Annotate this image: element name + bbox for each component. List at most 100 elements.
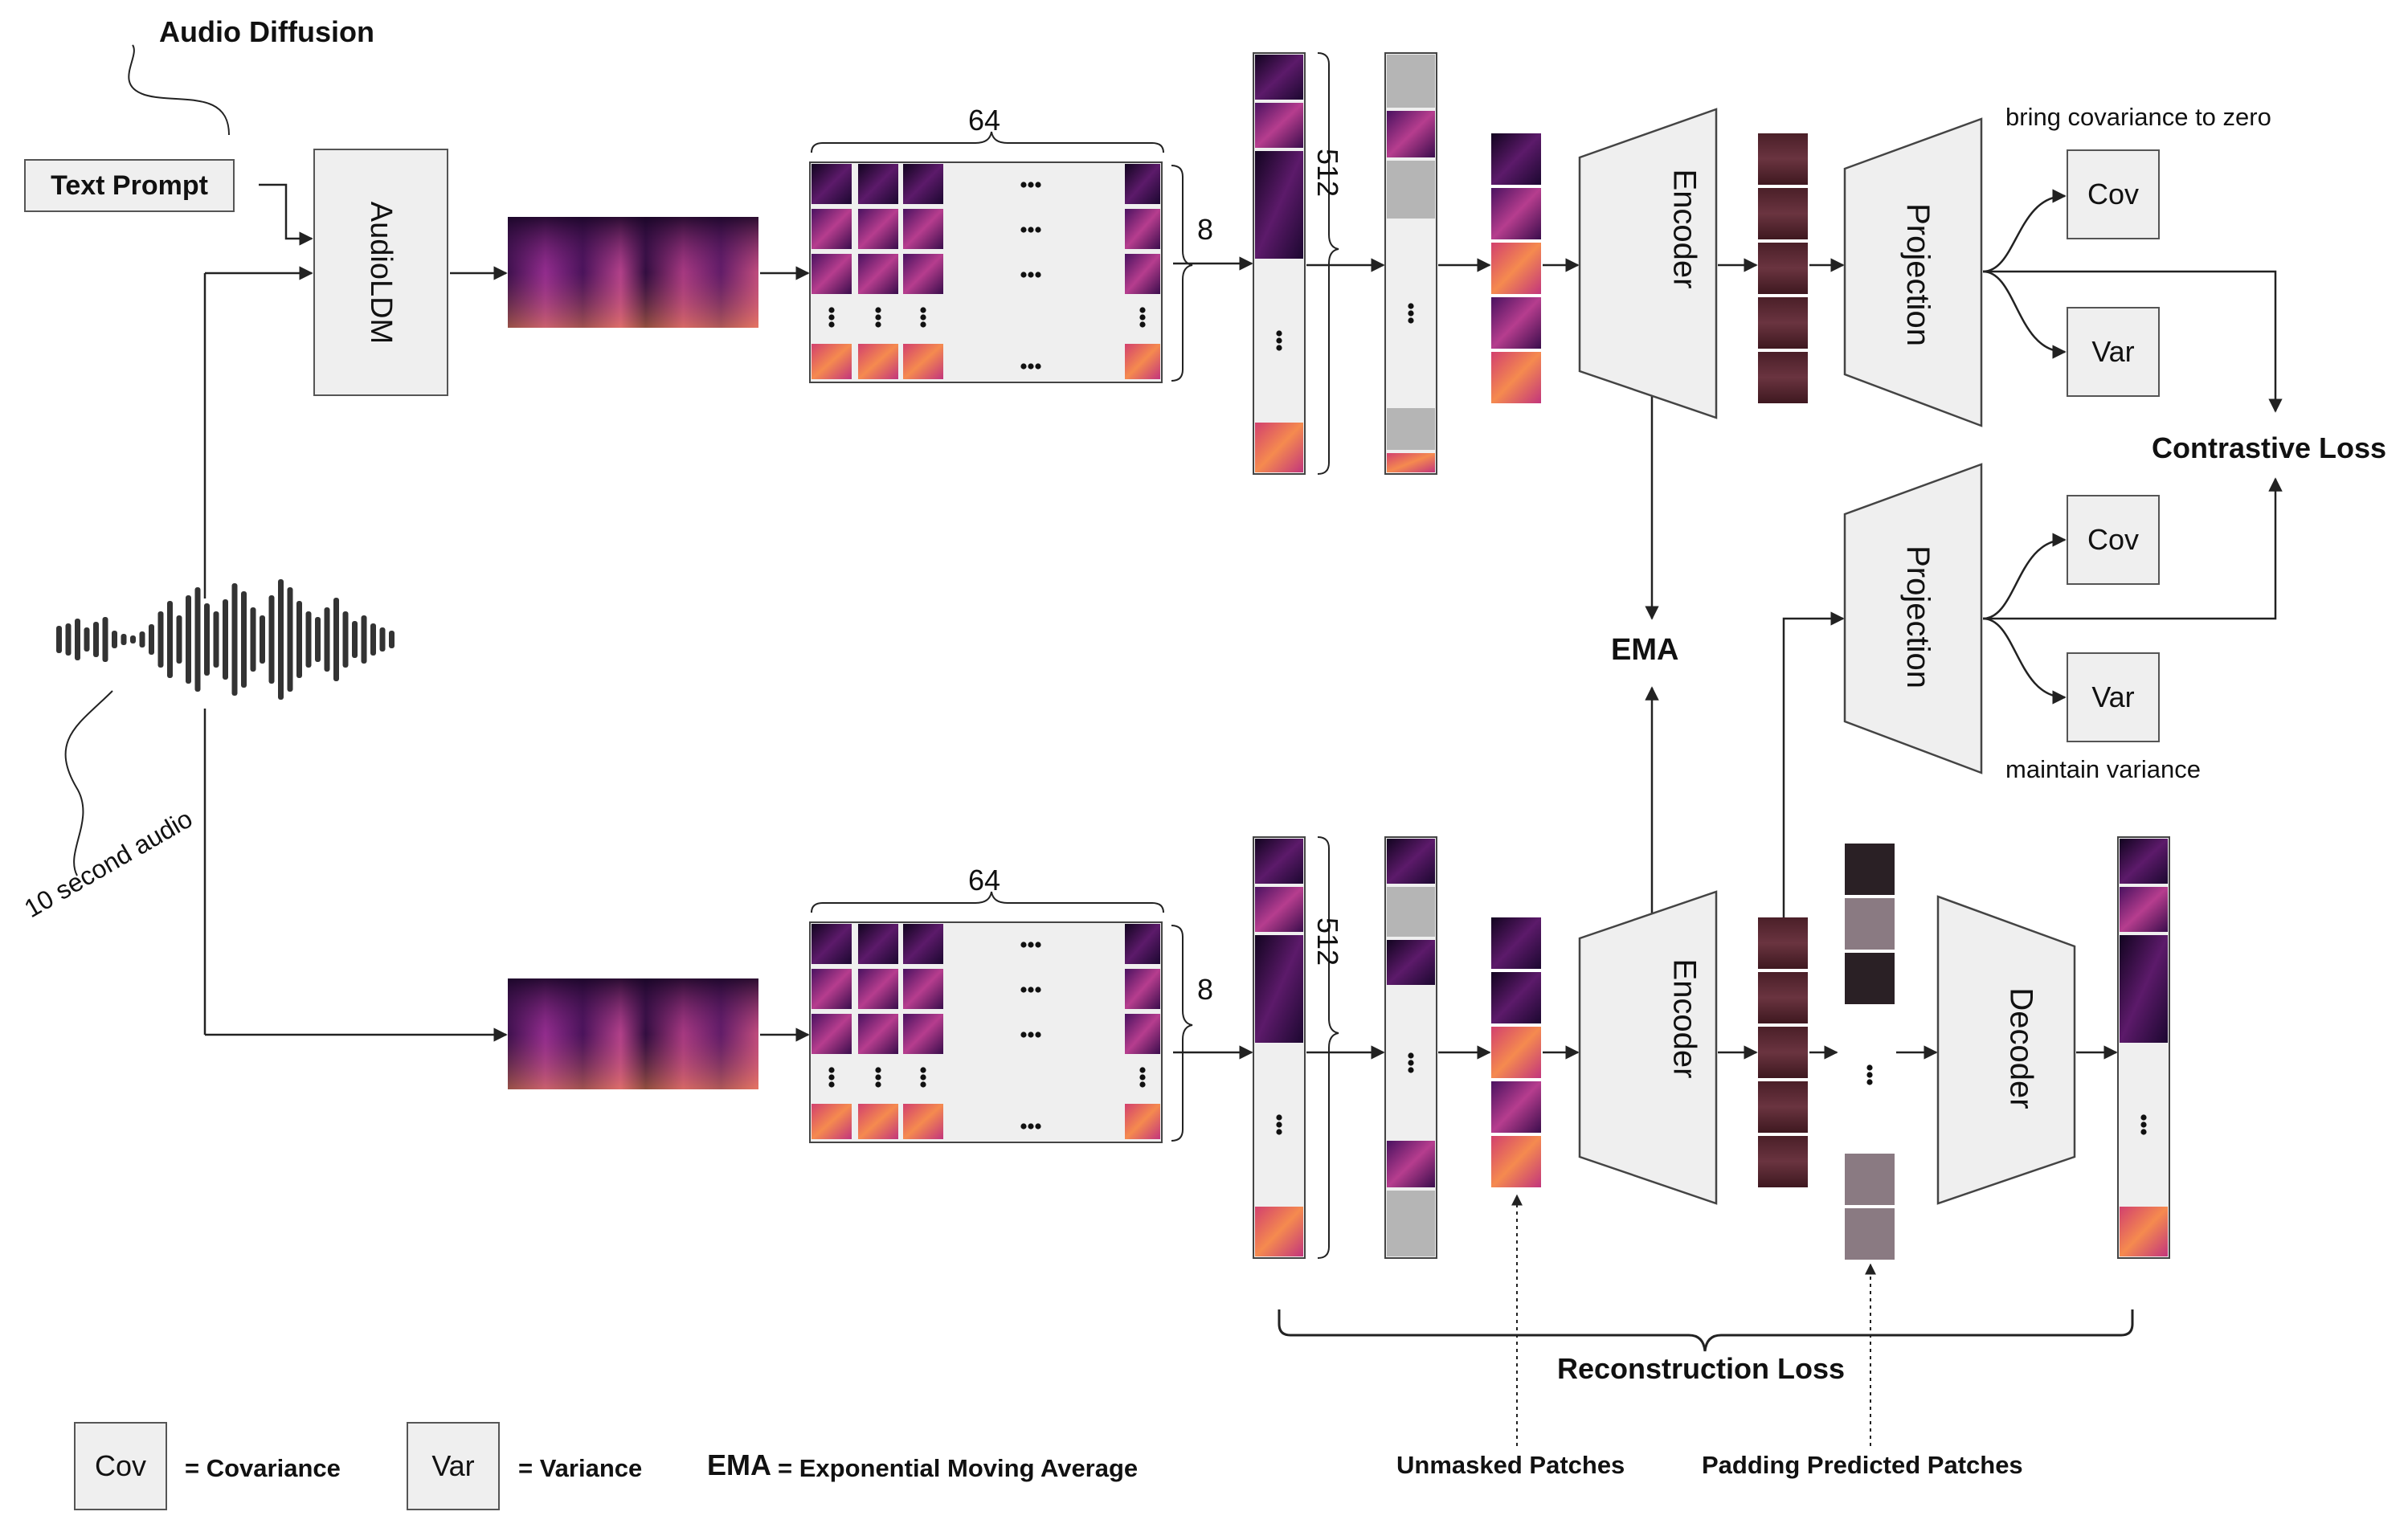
sequence-top-patch: [1255, 55, 1303, 100]
grid-ellipsis-bottom: [1035, 1123, 1041, 1130]
grid-ellipsis-bottom: [1035, 942, 1041, 948]
padding-ellipsis: [1866, 1079, 1873, 1085]
unmasked-stack-top: [1491, 133, 1541, 185]
grid-patch-bottom: [812, 924, 852, 964]
grid-patch-top: [812, 344, 852, 379]
sequence-top-ellipsis: [1276, 330, 1282, 337]
legend-var-eq: = Variance: [518, 1454, 643, 1482]
waveform-bar: [241, 591, 247, 688]
sequence-top-patch: [1255, 103, 1303, 148]
masked-sequence-top-ellipsis: [1408, 303, 1414, 309]
padding-patch: [1845, 898, 1895, 950]
unmasked-stack-bottom: [1491, 972, 1541, 1023]
grid-ellipsis-bottom: [1020, 1123, 1027, 1130]
projection-top: [1843, 117, 1983, 427]
latent-stack-top: [1758, 297, 1808, 349]
padding-patch: [1845, 1208, 1895, 1260]
waveform-bar: [121, 634, 127, 645]
legend-var-box: Var: [407, 1422, 500, 1510]
padding-patch: [1845, 1154, 1895, 1205]
var-label-bottom: Var: [2091, 680, 2135, 713]
grid-patch-bottom: [903, 924, 943, 964]
unmasked-stack-top: [1491, 243, 1541, 294]
grid-ellipsis-top: [1020, 363, 1027, 370]
seq-length-bottom: 512: [1311, 917, 1344, 966]
sequence-bottom-patch: [1255, 1207, 1303, 1256]
padding-patch: [1845, 844, 1895, 895]
grid-ellipsis-top: [1139, 321, 1146, 328]
grid-ellipsis-top: [1020, 182, 1027, 188]
grid-ellipsis-top: [1028, 182, 1034, 188]
grid-ellipsis-bottom: [920, 1081, 926, 1088]
waveform-bar: [157, 611, 164, 668]
waveform-bar: [102, 617, 108, 662]
grid-patch-top: [812, 209, 852, 249]
sequence-top-ellipsis: [1276, 345, 1282, 351]
var-label-top: Var: [2091, 335, 2135, 368]
brace-512-top: [1317, 52, 1339, 475]
grid-patch-top: [903, 164, 943, 204]
encoder-top: [1578, 108, 1718, 419]
legend-var-box-label: Var: [431, 1449, 475, 1482]
grid-ellipsis-top: [1139, 314, 1146, 321]
ema-label: EMA: [1611, 633, 1679, 667]
grid-ellipsis-top: [920, 314, 926, 321]
grid-ellipsis-bottom: [1028, 987, 1034, 993]
masked-sequence-bottom-patch: [1387, 887, 1435, 937]
bring-cov-note: bring covariance to zero: [2005, 103, 2271, 131]
waveform-bar: [278, 579, 284, 700]
grid-width-count-bottom: 64: [968, 864, 1001, 897]
sequence-bottom-ellipsis: [1276, 1114, 1282, 1121]
grid-patch-top: [858, 254, 898, 294]
cov-label-top: Cov: [2087, 178, 2140, 210]
projection-bottom-to-cov: [1982, 533, 2067, 620]
masked-sequence-top-patch: [1387, 161, 1435, 219]
seq-length-top: 512: [1311, 149, 1344, 198]
unmasked-stack-bottom: [1491, 1081, 1541, 1133]
waveform-bar: [223, 599, 228, 680]
grid-patch-bottom: [858, 969, 898, 1009]
waveform-bar: [324, 607, 330, 672]
grid-patch-top: [812, 254, 852, 294]
masked-sequence-bottom-patch: [1387, 940, 1435, 985]
grid-ellipsis-bottom: [1028, 942, 1034, 948]
waveform-bar: [287, 587, 293, 692]
legend-cov-eq: = Covariance: [185, 1454, 341, 1482]
waveform-bar: [342, 611, 349, 668]
waveform-bar: [315, 617, 321, 662]
unmasked-patches-label: Unmasked Patches: [1396, 1451, 1625, 1479]
spectrogram-bottom-shade: [508, 978, 758, 1089]
sequence-top-patch: [1255, 423, 1303, 472]
sequence-bottom-patch: [1255, 839, 1303, 884]
grid-ellipsis-top: [1139, 307, 1146, 313]
waveform-bar: [379, 627, 386, 652]
audio-diffusion-title: Audio Diffusion: [159, 15, 374, 48]
waveform-bar: [139, 631, 145, 648]
grid-ellipsis-bottom: [920, 1067, 926, 1073]
grid-patch-top: [903, 254, 943, 294]
grid-ellipsis-bottom: [875, 1074, 881, 1081]
grid-ellipsis-bottom: [1139, 1067, 1146, 1073]
grid-ellipsis-bottom: [828, 1067, 835, 1073]
latent-stack-top: [1758, 352, 1808, 403]
encoder-label-bottom: Encoder: [1666, 958, 1703, 1079]
contrastive-loss-label: Contrastive Loss: [2152, 431, 2387, 464]
grid-ellipsis-top: [1035, 363, 1041, 370]
grid-ellipsis-top: [828, 321, 835, 328]
grid-ellipsis-bottom: [1028, 1123, 1034, 1130]
grid-patch-bottom: [903, 1104, 943, 1139]
reconstruction-brace: [1278, 1309, 2134, 1352]
grid-ellipsis-top: [1028, 227, 1034, 233]
padding-predicted-label: Padding Predicted Patches: [1702, 1451, 2023, 1479]
grid-ellipsis-top: [1028, 363, 1034, 370]
encoder-label-top: Encoder: [1666, 169, 1703, 289]
grid-ellipsis-top: [1035, 182, 1041, 188]
waveform-bar: [130, 635, 136, 643]
masked-sequence-top-patch: [1387, 408, 1435, 450]
unmasked-stack-top: [1491, 352, 1541, 403]
grid-width-count-top: 64: [968, 104, 1001, 137]
grid-patch-top: [812, 164, 852, 204]
grid-patch-bottom: [812, 1014, 852, 1054]
audio-diffusion-pointer: [128, 44, 230, 136]
unmasked-stack-top: [1491, 297, 1541, 349]
